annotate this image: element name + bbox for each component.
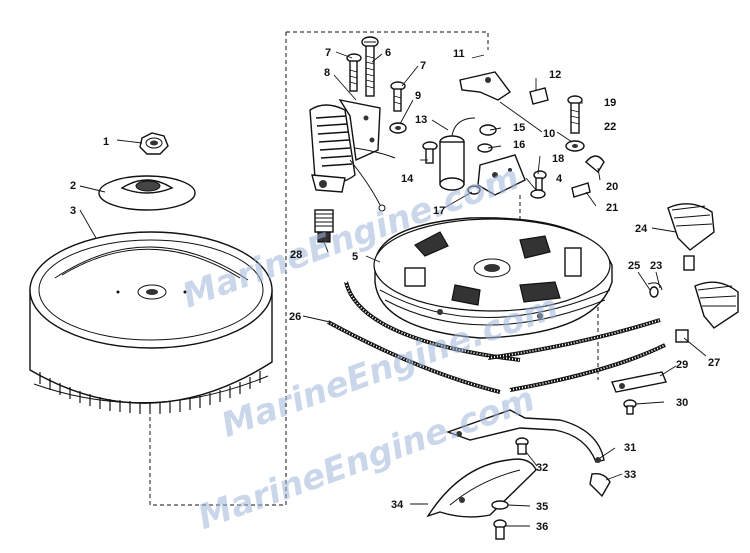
callout-26: 26	[289, 311, 301, 323]
screw-6	[361, 36, 379, 97]
callout-36: 36	[536, 521, 548, 533]
callout-27: 27	[708, 357, 720, 369]
callout-24: 24	[635, 223, 648, 235]
flywheel-part	[29, 231, 273, 414]
callout-5: 5	[352, 251, 358, 263]
screw-7b	[390, 81, 406, 112]
callout-7b: 7	[420, 60, 426, 72]
callout-18: 18	[552, 153, 564, 165]
callout-23: 23	[650, 260, 662, 272]
screw-14	[422, 141, 438, 164]
callout-13: 13	[415, 114, 427, 126]
callout-4: 4	[556, 173, 563, 185]
callout-28: 28	[290, 249, 302, 261]
spark-boot-parts	[647, 203, 739, 343]
callout-32: 32	[536, 462, 548, 474]
bottom-lever-parts	[426, 371, 667, 540]
callout-21: 21	[606, 202, 618, 214]
dashed-guide-lines	[149, 31, 599, 506]
callout-35: 35	[536, 501, 548, 513]
breaker-point-parts	[439, 71, 549, 196]
callout-30: 30	[676, 397, 688, 409]
callout-8: 8	[324, 67, 330, 79]
callout-31: 31	[624, 442, 636, 454]
callout-12: 12	[549, 69, 561, 81]
washer-cup-part	[98, 175, 196, 211]
callout-1: 1	[103, 136, 109, 148]
callout-6: 6	[385, 47, 391, 59]
callout-10: 10	[543, 128, 555, 140]
callout-34: 34	[391, 499, 404, 511]
callout-22: 22	[604, 121, 616, 133]
ignition-coil-part	[309, 98, 396, 212]
callout-7a: 7	[325, 47, 331, 59]
washer-9	[389, 122, 407, 134]
plug-part	[314, 209, 334, 243]
callout-19: 19	[604, 97, 616, 109]
callout-9: 9	[415, 90, 421, 102]
screw-parts	[346, 36, 438, 164]
callout-14: 14	[401, 173, 414, 185]
callout-29: 29	[676, 359, 688, 371]
callout-17: 17	[433, 205, 445, 217]
screw-7a	[346, 53, 362, 92]
callout-3: 3	[70, 205, 76, 217]
felt-strip-part	[327, 281, 666, 394]
callout-33: 33	[624, 469, 636, 481]
callout-16: 16	[513, 139, 525, 151]
callout-20: 20	[606, 181, 618, 193]
small-hardware-parts	[530, 95, 605, 199]
callout-11: 11	[453, 48, 465, 60]
callout-25: 25	[628, 260, 640, 272]
armature-plate-part	[373, 217, 613, 339]
leader-lines	[79, 51, 707, 527]
callout-2: 2	[70, 180, 76, 192]
callout-15: 15	[513, 122, 525, 134]
callout-labels: 1 2 3 4 5 6 7 7 8 9 10 11 12 13 14 15 16…	[70, 47, 720, 533]
nut-part	[139, 132, 169, 155]
